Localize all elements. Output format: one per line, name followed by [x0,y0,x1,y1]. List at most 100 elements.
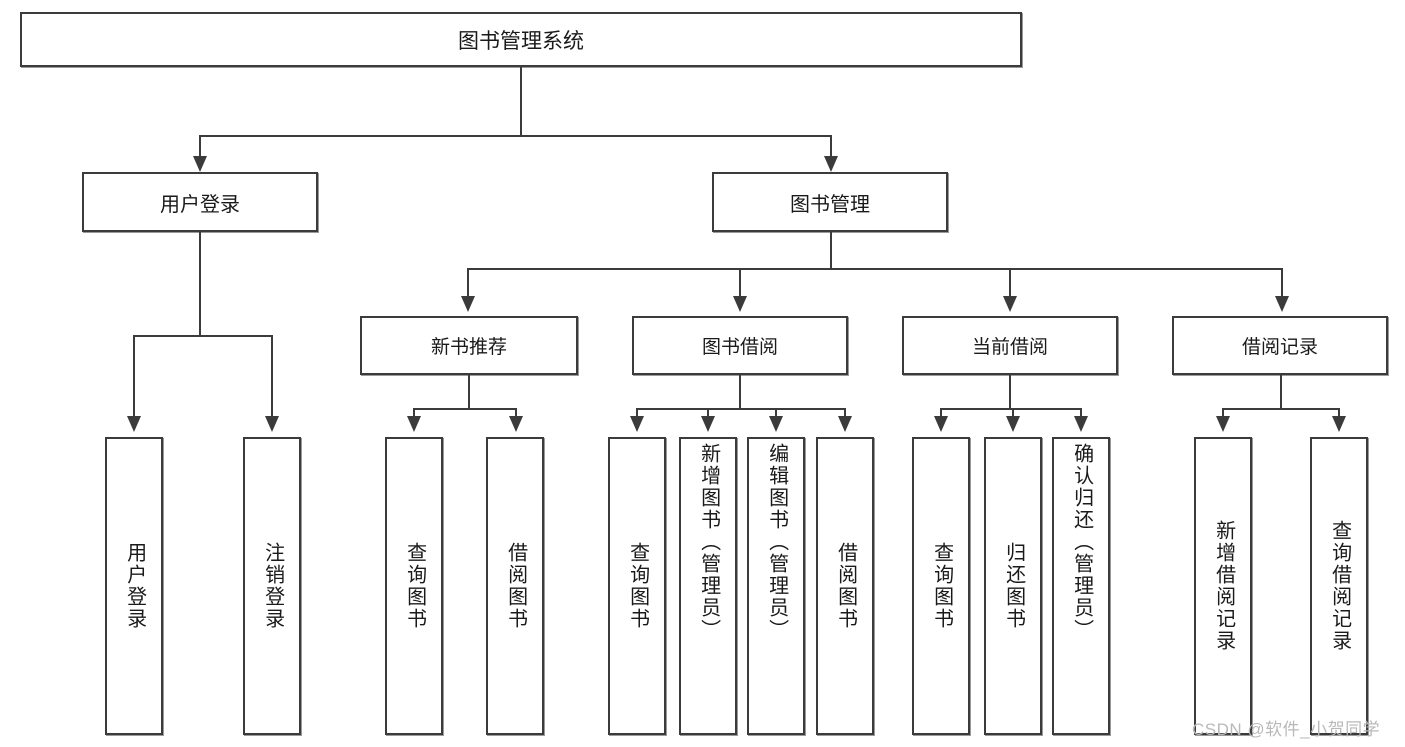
connector-user-login-left-drop [133,335,135,418]
leaf-label: 查询图书 [403,542,426,630]
leaf-inner: 查询图书 [914,439,968,733]
arrow-to-leaf-borrow-add-book [701,416,715,432]
connector-borrow-record-stem [1280,375,1282,408]
leaf-label: 注销登录 [261,542,284,630]
arrow-to-leaf-borrow-borrow-book [838,416,852,432]
leaf-label: 确认归还（管理员） [1070,443,1093,641]
connector-borrow-record-drop-1 [1222,408,1224,418]
node-root-system[interactable]: 图书管理系统 [20,12,1022,67]
connector-current-borrow-stem [1009,375,1011,408]
leaf-label: 新增借阅记录 [1212,520,1235,652]
connector-current-borrow-drop-3 [1080,408,1082,418]
leaf-label: 借阅图书 [504,542,527,630]
connector-borrow-record-drop-2 [1338,408,1340,418]
leaf-inner: 新增图书（管理员） [681,439,735,733]
leaf-record-add[interactable]: 新增借阅记录 [1194,437,1252,735]
leaf-borrow-borrow-book[interactable]: 借阅图书 [816,437,874,735]
connector-new-book-bar [413,408,515,410]
connector-book-management-stem [830,232,832,268]
connector-current-borrow-drop-2 [1012,408,1014,418]
leaf-inner: 查询图书 [387,439,441,733]
leaf-label: 查询图书 [626,542,649,630]
connector-to-book-borrow [739,268,741,296]
leaf-inner: 新增借阅记录 [1196,439,1250,733]
connector-book-borrow-bar [636,408,846,410]
node-label: 用户登录 [160,193,240,216]
connector-current-borrow-drop-1 [940,408,942,418]
leaf-borrow-add-book[interactable]: 新增图书（管理员） [679,437,737,735]
leaf-current-return-book[interactable]: 归还图书 [984,437,1042,735]
node-book-borrow[interactable]: 图书借阅 [632,316,848,375]
leaf-record-query[interactable]: 查询借阅记录 [1310,437,1368,735]
connector-book-borrow-drop-1 [636,408,638,418]
connector-book-borrow-stem [739,375,741,408]
connector-root-to-user-login [199,135,201,159]
node-label: 当前借阅 [971,337,1048,358]
arrow-to-leaf-record-query [1332,416,1346,432]
arrow-to-leaf-current-return-book [1006,416,1020,432]
leaf-user-login-logout[interactable]: 注销登录 [243,437,301,735]
leaf-current-confirm-return[interactable]: 确认归还（管理员） [1052,437,1110,735]
leaf-inner: 查询图书 [610,439,664,733]
connector-book-borrow-drop-3 [775,408,777,418]
leaf-inner: 用户登录 [107,439,161,733]
leaf-new-book-borrow[interactable]: 借阅图书 [486,437,544,735]
leaf-inner: 编辑图书（管理员） [749,439,803,733]
arrow-to-current-borrow [1003,296,1017,312]
leaf-inner: 查询借阅记录 [1312,439,1366,733]
connector-root-stem [520,67,522,135]
leaf-label: 查询借阅记录 [1328,520,1351,652]
connector-new-book-drop-2 [515,408,517,418]
arrow-to-leaf-current-confirm-return [1074,416,1088,432]
connector-new-book-stem [468,375,470,408]
node-label: 新书推荐 [430,337,507,358]
arrow-to-leaf-user-login-logout [265,416,279,432]
connector-to-current-borrow [1009,268,1011,296]
arrow-to-book-management [824,156,838,172]
leaf-inner: 确认归还（管理员） [1054,439,1108,733]
node-label: 借阅记录 [1241,337,1318,358]
node-label: 图书管理 [790,193,870,216]
arrow-to-leaf-borrow-query-book [630,416,644,432]
leaf-label: 借阅图书 [834,542,857,630]
connector-new-book-drop-1 [413,408,415,418]
leaf-label: 查询图书 [930,542,953,630]
arrow-to-new-book-recommend [461,296,475,312]
csdn-watermark: CSDN @软件_小贺同学 [1192,720,1381,739]
leaf-current-query-book[interactable]: 查询图书 [912,437,970,735]
leaf-user-login-login[interactable]: 用户登录 [105,437,163,735]
leaf-new-book-query[interactable]: 查询图书 [385,437,443,735]
node-new-book-recommend[interactable]: 新书推荐 [360,316,578,375]
leaf-borrow-edit-book[interactable]: 编辑图书（管理员） [747,437,805,735]
leaf-inner: 借阅图书 [818,439,872,733]
arrow-to-leaf-borrow-edit-book [769,416,783,432]
leaf-inner: 借阅图书 [488,439,542,733]
leaf-label: 归还图书 [1002,542,1025,630]
arrow-to-borrow-record [1275,296,1289,312]
leaf-inner: 归还图书 [986,439,1040,733]
node-borrow-record[interactable]: 借阅记录 [1172,316,1388,375]
connector-book-borrow-drop-4 [844,408,846,418]
arrow-to-leaf-record-add [1216,416,1230,432]
connector-root-to-book-management [830,135,832,159]
connector-user-login-stem [199,232,201,335]
connector-borrow-record-bar [1222,408,1339,410]
connector-user-login-right-drop [271,335,273,418]
node-user-login[interactable]: 用户登录 [82,172,318,232]
connector-to-borrow-record [1281,268,1283,296]
connector-user-login-bar [133,335,272,337]
leaf-inner: 注销登录 [245,439,299,733]
node-book-management[interactable]: 图书管理 [712,172,948,232]
node-current-borrow[interactable]: 当前借阅 [902,316,1118,375]
arrow-to-user-login [193,156,207,172]
node-label: 图书借阅 [701,337,778,358]
connector-book-borrow-drop-2 [707,408,709,418]
connector-current-borrow-bar [940,408,1081,410]
arrow-to-leaf-user-login-login [127,416,141,432]
arrow-to-leaf-new-book-borrow [509,416,523,432]
arrow-to-leaf-new-book-query [407,416,421,432]
leaf-borrow-query-book[interactable]: 查询图书 [608,437,666,735]
leaf-label: 新增图书（管理员） [697,443,720,641]
arrow-to-leaf-current-query-book [934,416,948,432]
